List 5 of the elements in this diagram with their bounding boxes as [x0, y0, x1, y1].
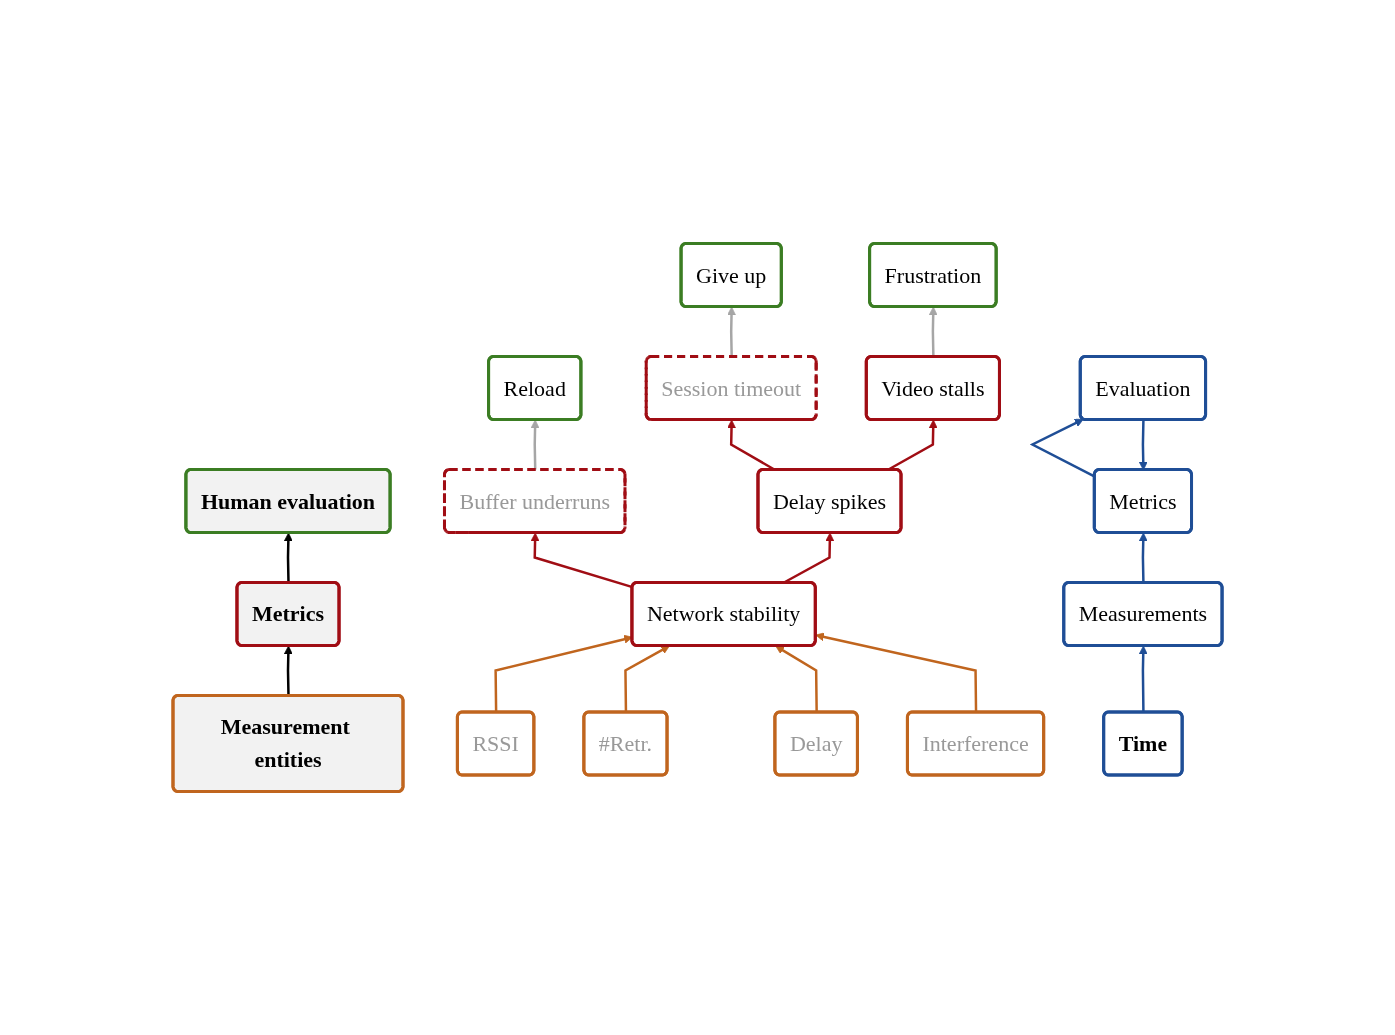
arrow: [1138, 645, 1148, 713]
arrow: [624, 645, 670, 713]
arrow: [530, 532, 633, 589]
arrow: [815, 632, 978, 713]
arrow: [775, 645, 818, 713]
